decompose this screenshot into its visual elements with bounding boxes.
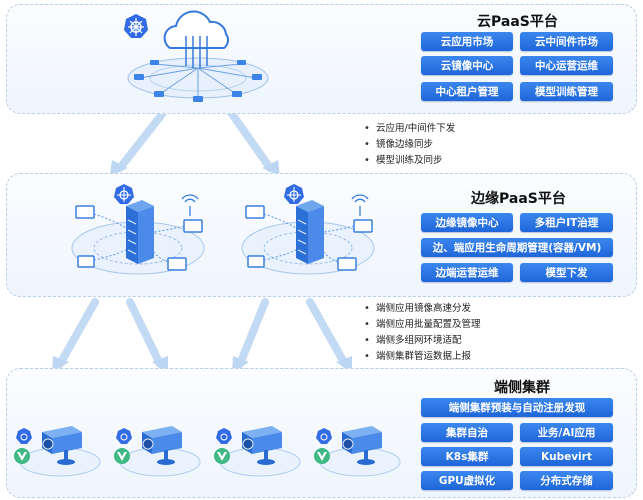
list-item: 端侧应用镜像高速分发 — [362, 301, 481, 317]
model-training-mgmt-button[interactable]: 模型训练管理 — [520, 82, 613, 101]
cloud-image-center-button[interactable]: 云镜像中心 — [421, 56, 513, 75]
distributed-storage-button[interactable]: 分布式存储 — [520, 471, 613, 490]
edge-panel-title: 边缘PaaS平台 — [471, 191, 566, 207]
end-panel-title: 端侧集群 — [494, 380, 550, 396]
cloud-icon — [163, 10, 229, 68]
end-cluster-panel: 端侧集群 端侧集群预装与自动注册发现 集群自治 业务/AI应用 K8s集群 Ku… — [6, 368, 637, 498]
kubevirt-button[interactable]: Kubevirt — [520, 447, 613, 466]
end-device-illustrations — [14, 425, 401, 477]
edge-image-center-button[interactable]: 边缘镜像中心 — [421, 213, 513, 232]
edge-to-end-bullets: 端侧应用镜像高速分发 端侧应用批量配置及管理 端侧多组网环境适配 端侧集群管运数… — [362, 301, 481, 365]
business-ai-app-button[interactable]: 业务/AI应用 — [520, 423, 613, 442]
list-item: 模型训练及同步 — [362, 153, 455, 169]
vue-logo-icon — [14, 448, 30, 464]
list-item: 端侧应用批量配置及管理 — [362, 317, 481, 333]
cloud-network-illustration — [124, 10, 269, 102]
camera-icon — [42, 426, 82, 465]
central-ops-button[interactable]: 中心运营运维 — [520, 56, 613, 75]
edge-ops-button[interactable]: 边端运营运维 — [421, 263, 513, 282]
cloud-to-edge-bullets: 云应用/中间件下发 镜像边缘同步 模型训练及同步 — [362, 121, 455, 169]
cloud-middleware-market-button[interactable]: 云中间件市场 — [520, 32, 613, 51]
kubernetes-icon — [114, 184, 134, 204]
app-lifecycle-mgmt-button[interactable]: 边、端应用生命周期管理(容器/VM) — [421, 238, 613, 257]
cluster-autonomy-button[interactable]: 集群自治 — [421, 423, 513, 442]
multi-tenant-it-governance-button[interactable]: 多租户IT治理 — [520, 213, 613, 232]
cloud-panel-title: 云PaaS平台 — [477, 14, 558, 30]
k8s-cluster-button[interactable]: K8s集群 — [421, 447, 513, 466]
gpu-virtualization-button[interactable]: GPU虚拟化 — [421, 471, 513, 490]
list-item: 镜像边缘同步 — [362, 137, 455, 153]
list-item: 云应用/中间件下发 — [362, 121, 455, 137]
list-item: 端侧多组网环境适配 — [362, 333, 481, 349]
central-tenant-mgmt-button[interactable]: 中心租户管理 — [421, 82, 513, 101]
kubernetes-icon — [16, 428, 32, 444]
preinstall-auto-register-button[interactable]: 端侧集群预装与自动注册发现 — [421, 398, 613, 417]
cloud-paas-panel: 云PaaS平台 云应用市场 云中间件市场 云镜像中心 中心运营运维 中心租户管理… — [6, 4, 637, 114]
cloud-app-market-button[interactable]: 云应用市场 — [421, 32, 513, 51]
model-deploy-button[interactable]: 模型下发 — [520, 263, 613, 282]
list-item: 端侧集群管运数据上报 — [362, 349, 481, 365]
edge-server-illustrations — [71, 183, 375, 275]
kubernetes-icon — [124, 14, 148, 38]
server-icon — [126, 200, 154, 264]
